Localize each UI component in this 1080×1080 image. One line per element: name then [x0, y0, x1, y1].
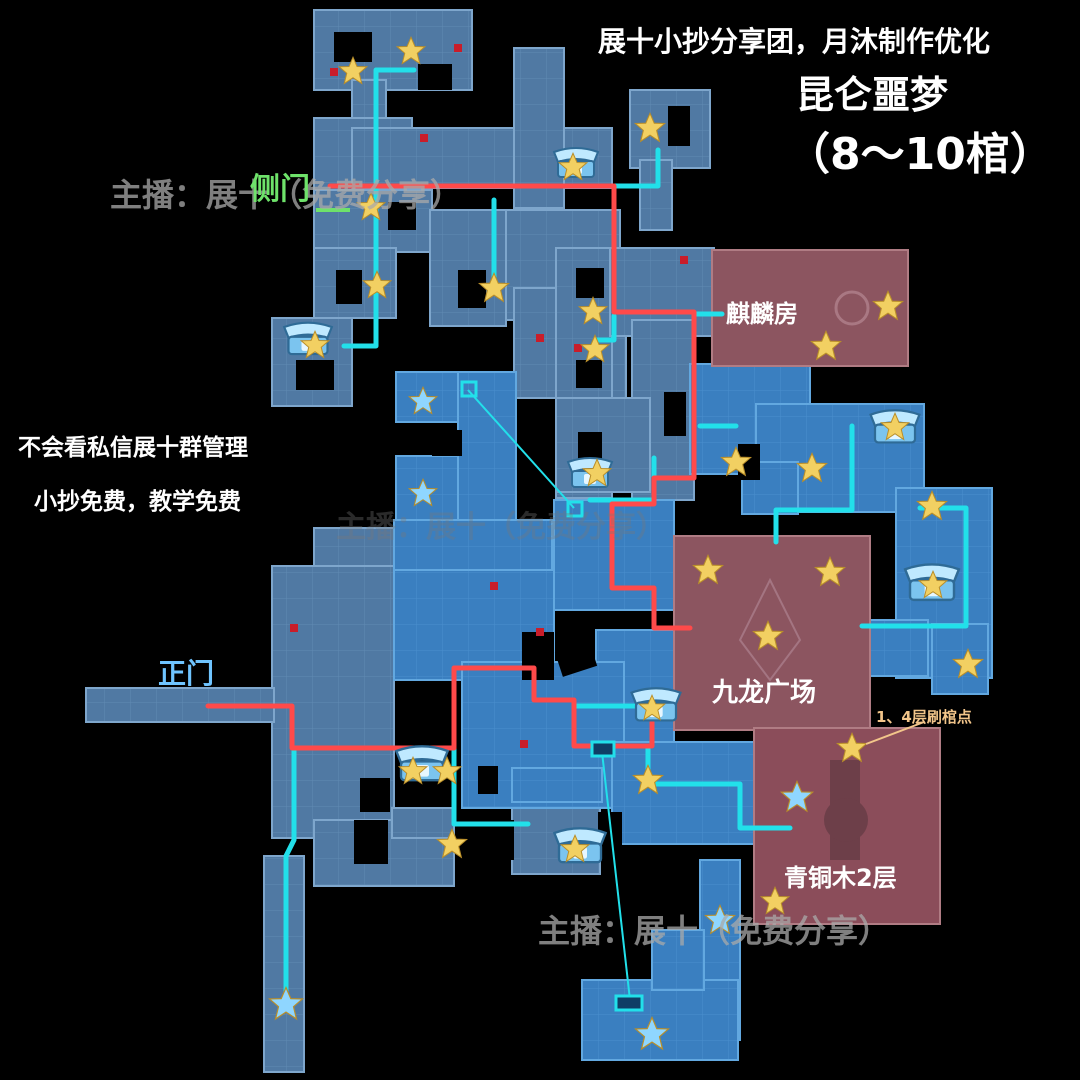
- qingtong-room-label: 青铜木2层: [784, 864, 897, 892]
- coffin-range: （8～10棺）: [786, 129, 1054, 180]
- qilin-room-label: 麒麟房: [726, 300, 798, 328]
- refresh-point-label: 1、4层刷棺点: [876, 708, 972, 726]
- corridors: [85, 9, 715, 1073]
- walls: [296, 32, 760, 864]
- refresh-leader: [865, 721, 925, 745]
- note-line-1: 不会看私信展十群管理: [18, 435, 248, 461]
- note-line-2: 小抄免费，教学免费: [34, 489, 241, 515]
- main-door-label: 正门: [158, 657, 215, 690]
- watermark-bottom: 主播：展十（免费分享）: [538, 912, 891, 950]
- thin-links: [467, 389, 631, 1001]
- red-markers: [290, 44, 688, 748]
- side-door-label: 侧门: [250, 172, 310, 207]
- watermark-middle: 主播：展十（免费分享）: [336, 510, 666, 545]
- square-marker-icon: [460, 380, 644, 1012]
- map-name: 昆仑噩梦: [796, 73, 949, 117]
- jiulong-plaza-label: 九龙广场: [712, 678, 817, 708]
- qilin-room-area: [711, 249, 909, 367]
- credit-title: 展十小抄分享团，月沐制作优化: [598, 25, 991, 58]
- watermark-top: 主播：展十（免费分享）: [110, 176, 463, 214]
